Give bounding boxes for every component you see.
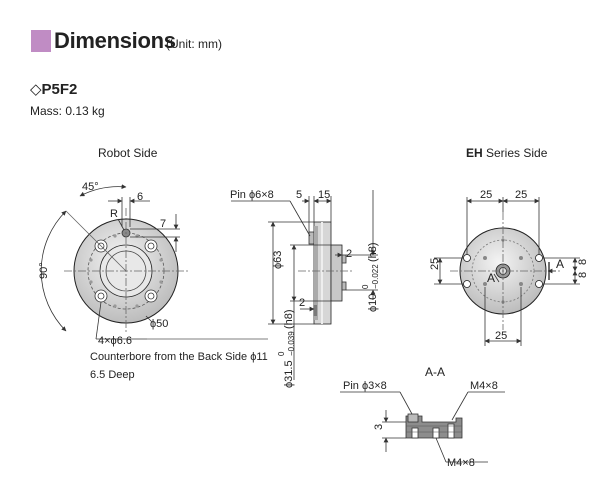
dim-25-right-label: 25: [515, 189, 527, 201]
pin-label: Pin ϕ6×8: [230, 189, 274, 201]
phi10-fit: (h8): [367, 242, 379, 262]
holes-label: 4×ϕ6.6: [98, 335, 132, 347]
mass-label: Mass: 0.13 kg: [30, 104, 105, 118]
phi10-label: ϕ10: [367, 294, 379, 312]
eh-rest: Series Side: [482, 146, 548, 160]
dim-15-label: 15: [318, 189, 330, 201]
phi31-label: ϕ31.5: [283, 360, 295, 388]
section-m4-top-label: M4×8: [470, 380, 498, 392]
dim-2-top-label: 2: [346, 248, 352, 260]
phi31-tol-lower: −0.039: [287, 331, 296, 356]
dim-6-label: 6: [137, 191, 143, 203]
model-code: P5F2: [41, 81, 78, 98]
model-name: ◇P5F2: [30, 80, 77, 98]
depth-label: 6.5 Deep: [90, 369, 135, 381]
phi31-tol-upper: 0: [277, 351, 286, 356]
section-view: [340, 391, 505, 463]
dim-25-vert-label: 25: [429, 258, 441, 270]
dim-8-a-label: 8: [577, 259, 589, 265]
phi31-dimension: ϕ31.5 0 −0.039 (h8): [277, 309, 296, 388]
unit-label: (Unit: mm): [166, 37, 222, 51]
phi10-dimension: ϕ10 0 −0.022 (h8): [361, 242, 380, 312]
counterbore-label: Counterbore from the Back Side ϕ11: [90, 351, 268, 363]
dim-25-left-label: 25: [480, 189, 492, 201]
radius-label: R: [110, 208, 118, 220]
page-title: Dimensions: [54, 28, 176, 53]
phi50-label: ϕ50: [150, 318, 168, 330]
angle-45-label: 45°: [82, 181, 99, 193]
section-title: A-A: [425, 365, 445, 379]
section-marker-center: A: [487, 271, 495, 285]
dim-7-label: 7: [160, 218, 166, 230]
phi31-fit: (h8): [283, 309, 295, 329]
eh-side-label: EH Series Side: [466, 146, 547, 160]
dim-8-b-label: 8: [577, 272, 589, 278]
dim-25-bottom-label: 25: [495, 330, 507, 342]
eh-side-view: [434, 197, 580, 346]
eh-bold: EH: [466, 146, 483, 160]
section-marker-right: A: [556, 257, 564, 271]
section-m4-bottom-label: M4×8: [447, 457, 475, 469]
dim-2-bottom-label: 2: [299, 297, 305, 309]
phi63-label: ϕ63: [272, 251, 284, 269]
angle-90-label: 90°: [38, 262, 50, 279]
diamond-icon: ◇: [30, 81, 42, 98]
robot-side-label: Robot Side: [98, 146, 158, 160]
phi10-tol-lower: −0.022: [371, 264, 380, 289]
side-view: [231, 190, 378, 380]
phi10-tol-upper: 0: [361, 284, 370, 289]
robot-side-view: [40, 184, 268, 340]
dim-5-label: 5: [296, 189, 302, 201]
section-dim-3-label: 3: [373, 424, 385, 430]
section-pin-label: Pin ϕ3×8: [343, 380, 387, 392]
header-accent-square: [31, 30, 51, 52]
